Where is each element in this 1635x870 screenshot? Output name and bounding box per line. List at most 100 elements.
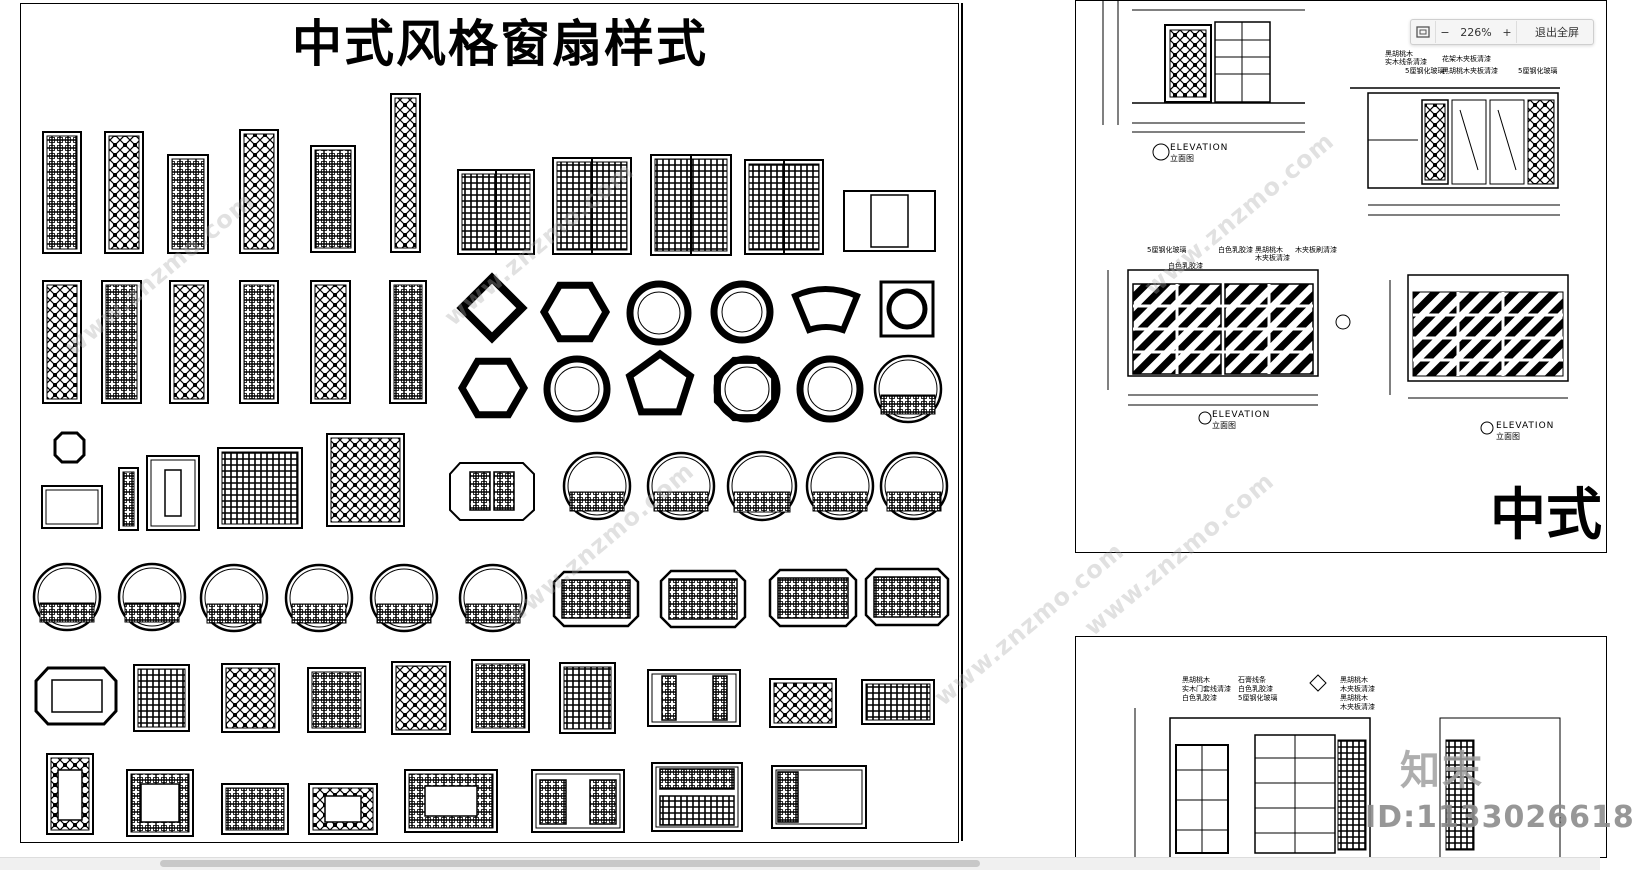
material-note-18: 5厘钢化玻璃: [1238, 694, 1278, 702]
square-window-glass: [140, 783, 180, 823]
moon-window-railing: [291, 603, 347, 624]
framed-window: [647, 669, 741, 727]
round-window-inner: [724, 366, 770, 412]
framed-window-glass: [870, 194, 909, 248]
octagon-frame-lattice: [668, 578, 738, 620]
material-note-7: 5厘钢化玻璃: [1147, 246, 1187, 254]
tall-window-panel: [167, 154, 209, 254]
tall-window-panel-lattice: [394, 97, 417, 249]
moon-window-inner: [567, 456, 627, 516]
material-note-5: 黑胡桃木夹板清漆: [1442, 67, 1498, 75]
fit-screen-button[interactable]: [1411, 21, 1436, 43]
right-top-sheet: [1075, 0, 1607, 553]
grid-window-panel-lattice: [221, 451, 299, 525]
exit-fullscreen-button[interactable]: 退出全屏: [1516, 21, 1593, 43]
door-panel-glass: [57, 769, 83, 821]
square-window-panel: [126, 769, 194, 837]
tall-window-panel-lattice: [314, 149, 352, 249]
moon-window: [369, 563, 439, 633]
lattice-window-panel-lattice: [137, 668, 186, 728]
moon-window-inner: [374, 568, 434, 628]
tall-window-panel-lattice: [314, 284, 347, 400]
transom-window-bottom: [659, 795, 735, 826]
moon-window-inner: [884, 456, 944, 516]
moon-window: [873, 354, 943, 424]
lattice-window-panel-lattice: [330, 437, 401, 523]
moon-window-inner: [122, 567, 182, 627]
rectangular-window-inner: [164, 469, 182, 517]
brand-watermark-logo: 知末: [1400, 748, 1484, 794]
material-note-19: 黑胡桃木: [1340, 676, 1368, 684]
material-note-8: 白色乳胶漆: [1218, 246, 1253, 254]
material-note-20: 木夹板清漆: [1340, 685, 1375, 693]
lattice-window-panel-lattice: [475, 663, 526, 729]
material-note-6: 5厘钢化玻璃: [1518, 67, 1558, 75]
lattice-window-panel: [769, 678, 837, 728]
zoom-level-readout: 226%: [1460, 25, 1492, 39]
octagon-frame-lattice: [873, 576, 941, 618]
octagon-frame-window: [768, 568, 858, 628]
moon-window-inner: [731, 455, 793, 517]
material-note-22: 木夹板清漆: [1340, 703, 1375, 711]
moon-window-railing: [465, 603, 521, 624]
tall-window-panel: [310, 145, 356, 253]
horizontal-scrollbar[interactable]: [0, 857, 1600, 870]
round-window: [796, 355, 864, 423]
tall-window-panel-lattice: [243, 133, 275, 250]
round-window-inner: [637, 291, 681, 335]
moon-window: [117, 562, 187, 632]
moon-window: [284, 563, 354, 633]
material-note-16: 石膏线条: [1238, 676, 1266, 684]
material-note-4: 花架木夹板清漆: [1442, 55, 1491, 63]
lattice-window-panel-lattice: [225, 667, 276, 729]
round-window-inner: [721, 291, 763, 333]
octagon-frame-door: [469, 471, 491, 511]
scrollbar-thumb[interactable]: [160, 860, 980, 867]
framed-window-side: [712, 675, 728, 721]
lattice-window-panel: [307, 667, 366, 733]
zoom-in-button[interactable]: +: [1502, 25, 1512, 39]
asset-id-watermark: ID:1133026618: [1365, 800, 1635, 835]
octagon-frame-lattice: [561, 579, 631, 619]
moon-window-inner: [463, 568, 523, 628]
lattice-window-panel: [221, 663, 280, 733]
tall-window-panel: [104, 131, 144, 254]
lattice-window-panel-lattice: [395, 665, 447, 731]
octagon-frame-window: [552, 570, 640, 628]
tall-window-panel: [389, 280, 427, 404]
round-window: [543, 355, 611, 423]
tall-window-panel-lattice: [393, 284, 423, 400]
tall-window-panel-lattice: [171, 158, 205, 250]
moon-window-railing: [569, 491, 625, 512]
square-window-ring: [886, 288, 928, 330]
hexagon-window: [457, 357, 529, 419]
round-window-inner: [554, 366, 600, 412]
rectangular-window-lattice: [150, 459, 196, 527]
lattice-window-panel: [308, 783, 378, 835]
material-note-3: 5厘钢化玻璃: [1405, 67, 1445, 75]
lattice-window-glass: [324, 795, 362, 823]
narrow-window-panel-lattice: [122, 471, 135, 527]
lattice-window-panel-lattice: [311, 671, 362, 729]
grid-window-panel: [217, 447, 303, 529]
lattice-window-panel-lattice: [563, 666, 612, 730]
fit-screen-icon: [1416, 26, 1430, 38]
tall-window-panel-lattice: [173, 284, 205, 400]
rectangular-window: [146, 455, 200, 531]
octagon-frame-lattice: [777, 577, 849, 619]
tall-window-panel: [239, 280, 279, 404]
tall-window-panel-lattice: [46, 284, 78, 400]
moon-window-inner: [651, 456, 711, 516]
octagon-frame-window: [449, 462, 535, 521]
tall-window-panel: [42, 131, 82, 254]
moon-window-railing: [39, 602, 95, 623]
small-frame-window-lattice: [45, 489, 99, 525]
elevation-drawings: [1102, 0, 1569, 860]
zoom-out-button[interactable]: −: [1440, 25, 1450, 39]
tall-window-panel-lattice: [108, 135, 140, 250]
moon-window-inner: [37, 567, 97, 627]
octagon-frame-door: [493, 471, 515, 511]
tall-window-panel: [239, 129, 279, 254]
tall-window-panel-lattice: [243, 284, 275, 400]
